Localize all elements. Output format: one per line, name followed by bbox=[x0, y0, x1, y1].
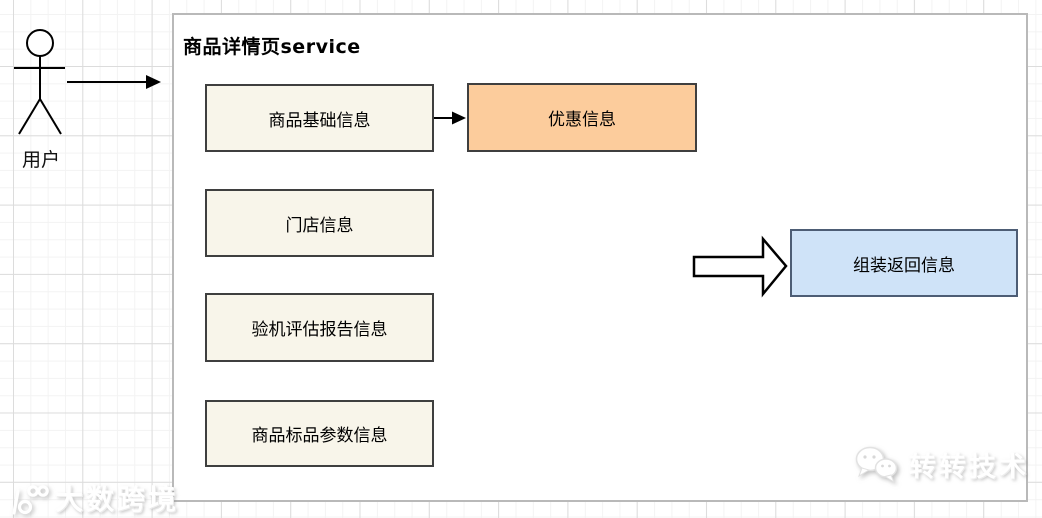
wechat-chat-bubbles-icon bbox=[855, 446, 898, 484]
node-promo-info: 优惠信息 bbox=[467, 83, 697, 152]
node-assembled-response-info: 组装返回信息 bbox=[790, 229, 1018, 297]
service-container-title: 商品详情页service bbox=[183, 36, 361, 58]
watermark-bottom-left: 大数跨境 bbox=[6, 478, 179, 518]
watermark-bottom-right: 转转技术 bbox=[853, 443, 1029, 485]
bigdata-logo-icon bbox=[12, 485, 49, 515]
actor-label: 用户 bbox=[21, 149, 60, 171]
actor-stick-figure-icon bbox=[14, 29, 65, 135]
node-inspection-report-info: 验机评估报告信息 bbox=[205, 293, 434, 362]
arrow-user-to-service bbox=[67, 75, 161, 89]
node-store-info: 门店信息 bbox=[205, 189, 434, 257]
watermark-bottom-right-text: 转转技术 bbox=[909, 451, 1029, 483]
watermark-bottom-left-text: 大数跨境 bbox=[55, 483, 180, 516]
node-product-basic-info: 商品基础信息 bbox=[205, 84, 434, 152]
node-standard-product-params-info: 商品标品参数信息 bbox=[205, 400, 434, 467]
